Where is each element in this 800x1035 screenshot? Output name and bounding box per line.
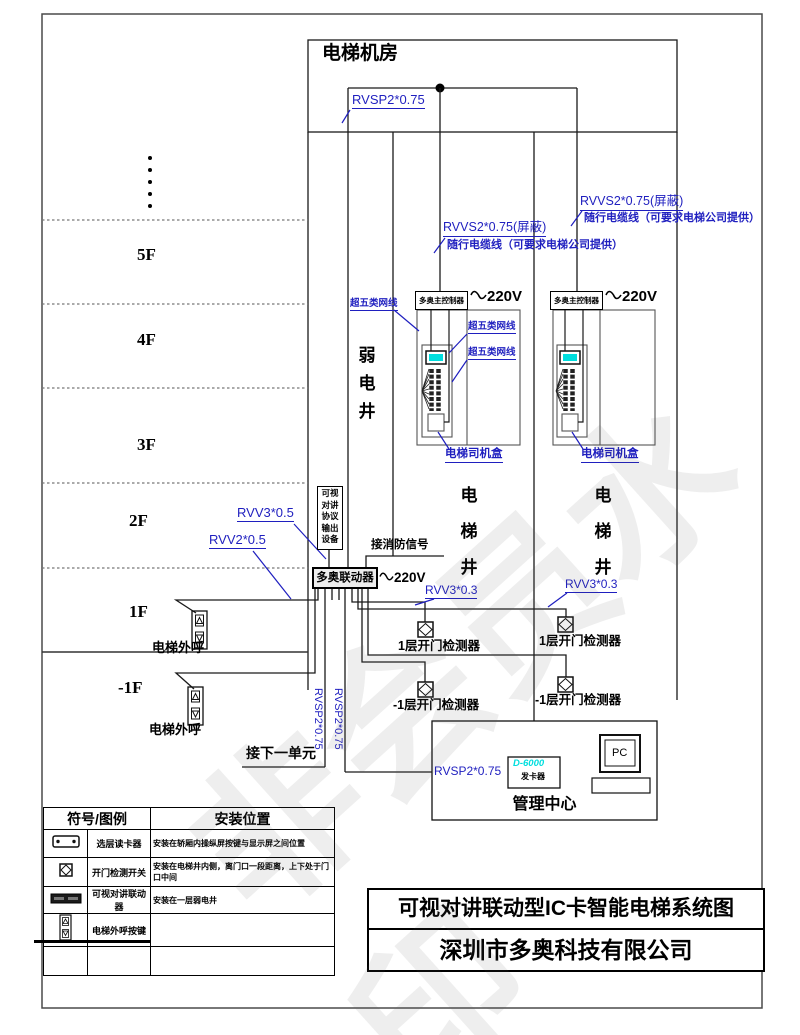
leader-lines	[252, 109, 584, 608]
connector-pins	[421, 368, 575, 411]
legend-icon-cell	[43, 886, 88, 914]
cable-label-rvvs-left: RVVS2*0.75(屏蔽)	[443, 220, 547, 237]
drawing-title: 可视对讲联动型IC卡智能电梯系统图	[369, 890, 763, 930]
cable-label-rvv3-03-right: RVV3*0.3	[565, 577, 618, 594]
detector-label-b1f-right: -1层开门检测器	[535, 693, 622, 707]
cable-label-rvsp-mgmt: RVSP2*0.75	[434, 764, 502, 778]
card-reader-icon	[51, 834, 80, 848]
legend-pos: 安装在一层弱电井	[150, 886, 336, 914]
detector-label-1f-right: 1层开门检测器	[539, 634, 621, 648]
machine-room-label: 电梯机房	[322, 43, 399, 64]
legend-header-position: 安装位置	[150, 807, 336, 830]
legend-name: 可视对讲联动器	[86, 886, 152, 914]
legend-empty-cell	[86, 946, 152, 976]
elevator-shaft-label-right: 电梯井	[594, 486, 612, 577]
cable-label-rvsp-top: RVSP2*0.75	[352, 92, 425, 110]
driver-box-label-left: 电梯司机盒	[445, 448, 503, 463]
voltage-label-right: 220V	[605, 288, 657, 306]
call-button-icons	[187, 610, 208, 726]
voltage-label-linkage: 220V	[379, 569, 426, 587]
legend-empty-cell	[150, 946, 336, 976]
legend-pos: 安装在电梯井内侧，离门口一段距离，上下处于门口中间	[150, 857, 336, 887]
building-outline	[307, 39, 678, 721]
management-center-label: 管理中心	[512, 796, 577, 813]
floor-label-2f: 2F	[129, 511, 148, 530]
protocol-output-device: 可视对讲协议输出设备	[317, 486, 343, 550]
pc-label: PC	[612, 747, 628, 759]
management-equipment	[431, 720, 658, 821]
elevator-shaft-label-left: 电梯井	[460, 486, 478, 577]
title-block: 可视对讲联动型IC卡智能电梯系统图 深圳市多奥科技有限公司	[367, 888, 765, 972]
squiggle-icon	[605, 290, 622, 300]
hall-call-label-b1f: 电梯外呼	[149, 722, 202, 737]
legend-heavy-line	[34, 940, 151, 943]
shaft-structures	[416, 309, 656, 446]
floor-label-3f: 3F	[137, 435, 156, 454]
main-controller-left: 多奥主控制器	[415, 291, 468, 310]
floor-label-1f: 1F	[129, 602, 148, 621]
page-border	[41, 13, 763, 1009]
riser-cable-label-left: RVSP2*0.75	[312, 688, 324, 750]
voltage-label-left: 220V	[470, 288, 522, 306]
floor-label-5f: 5F	[137, 245, 156, 264]
legend-pos: 安装在轿厢内操纵屏按键与显示屏之间位置	[150, 829, 336, 858]
fire-signal-label: 接消防信号	[371, 539, 429, 551]
cable-label-rvv2-05: RVV2*0.5	[209, 532, 266, 550]
squiggle-icon	[379, 572, 394, 581]
company-name: 深圳市多奥科技有限公司	[439, 937, 693, 963]
detector-label-b1f-left: -1层开门检测器	[393, 698, 480, 712]
legend-icon-cell	[43, 829, 88, 858]
cat5-label-2: 超五类网线	[468, 321, 516, 335]
legend-pos	[150, 913, 336, 947]
legend-header-symbol: 符号/图例	[42, 807, 152, 830]
card-issuer-logo: D-6000	[513, 758, 545, 769]
door-detector-icons	[417, 616, 574, 698]
ellipsis-dots	[148, 156, 152, 208]
cat5-label-1: 超五类网线	[350, 298, 398, 312]
door-detector-icon	[58, 862, 73, 877]
main-controller-right: 多奥主控制器	[550, 291, 603, 310]
legend-name: 开门检测开关	[86, 857, 152, 887]
cable-label-rvvs-right: RVVS2*0.75(屏蔽)	[580, 194, 684, 211]
riser-cable-label-right: RVSP2*0.75	[332, 688, 344, 750]
weak-current-shaft-label: 弱电井	[358, 346, 376, 421]
cable-label-rvv3-05: RVV3*0.5	[237, 505, 294, 523]
legend-name: 选层读卡器	[86, 829, 152, 858]
linkage-device: 多奥联动器	[312, 567, 378, 589]
trailing-cable-note-right: 随行电缆线（可要求电梯公司提供）	[584, 212, 760, 224]
hall-call-label-1f: 电梯外呼	[152, 640, 205, 655]
main-wiring	[173, 88, 592, 773]
next-unit-label: 接下一单元	[246, 745, 316, 761]
floor-label-b1f: -1F	[118, 678, 143, 697]
linkage-box-icon	[50, 893, 81, 904]
driver-box-label-right: 电梯司机盒	[581, 448, 639, 463]
legend-empty-cell	[43, 946, 88, 976]
controller-displays	[425, 350, 581, 365]
floor-label-4f: 4F	[137, 330, 156, 349]
trailing-cable-note-left: 随行电缆线（可要求电梯公司提供）	[447, 239, 623, 251]
call-button-icon	[59, 914, 72, 941]
legend-table: 符号/图例 安装位置 选层读卡器 安装在轿厢内操纵屏按键与显示屏之间位置 开门检…	[42, 807, 336, 976]
squiggle-icon	[470, 290, 487, 300]
card-issuer-label: 发卡器	[521, 772, 545, 781]
device-wires	[430, 310, 584, 423]
cat5-label-3: 超五类网线	[468, 347, 516, 361]
detector-label-1f-left: 1层开门检测器	[398, 639, 480, 653]
cable-label-rvv3-03-left: RVV3*0.3	[425, 583, 478, 600]
legend-icon-cell	[43, 857, 88, 887]
